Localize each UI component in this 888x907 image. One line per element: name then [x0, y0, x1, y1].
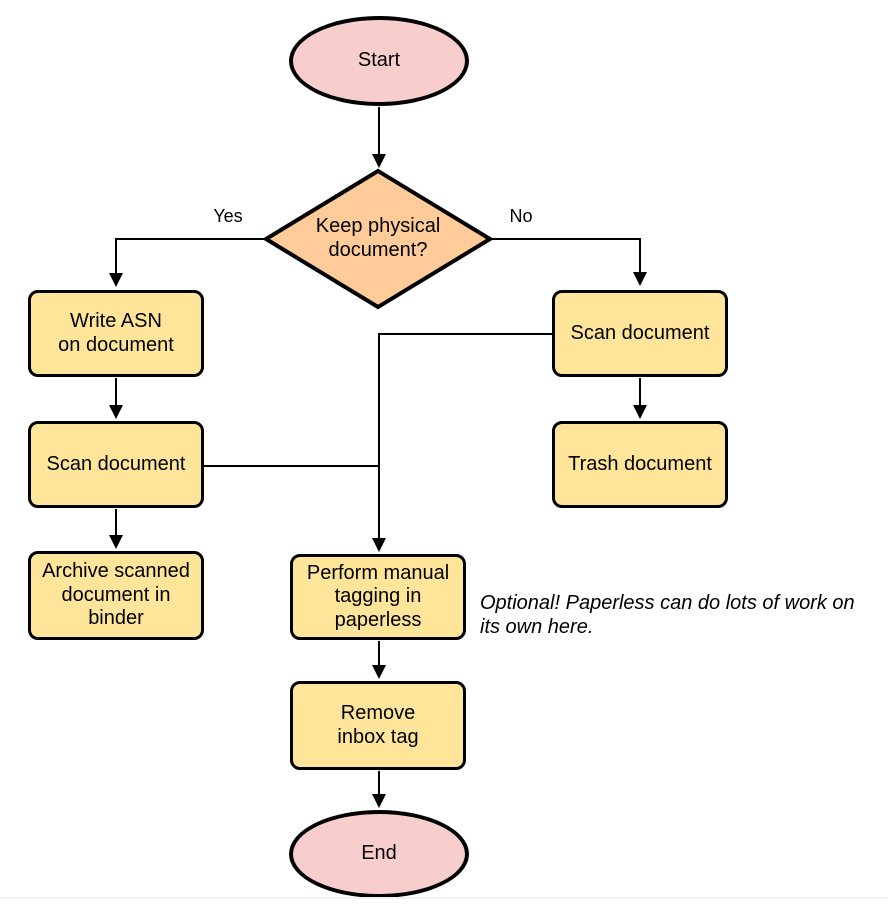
node-scan-right-label: Scan document — [570, 321, 710, 344]
node-archive-label: Archive scanned document in binder — [42, 560, 190, 630]
node-end-label: End — [361, 842, 397, 865]
bottom-divider — [0, 897, 888, 899]
node-archive-scanned-document: Archive scanned document in binder — [28, 551, 204, 640]
node-write-asn-on-document: Write ASN on document — [28, 290, 204, 377]
edge-decision-yes-to-write-asn — [109, 238, 267, 287]
decision-diamond-shape — [262, 168, 494, 310]
node-trash-label: Trash document — [568, 452, 712, 475]
node-remove-inbox-label: Remove inbox tag — [337, 701, 419, 748]
node-end: End — [289, 810, 469, 898]
edge-label-yes: Yes — [213, 206, 243, 226]
node-perform-manual-tagging: Perform manual tagging in paperless — [290, 554, 466, 640]
node-tagging-label: Perform manual tagging in paperless — [306, 561, 450, 631]
edge-scan-right-to-tagging — [372, 333, 553, 552]
node-scan-document-left: Scan document — [28, 421, 204, 508]
node-write-asn-label: Write ASN on document — [58, 309, 174, 356]
edge-label-no: No — [509, 206, 533, 226]
node-scan-document-right: Scan document — [552, 290, 728, 377]
node-start-label: Start — [357, 49, 401, 72]
node-trash-document: Trash document — [552, 421, 728, 508]
node-remove-inbox-tag: Remove inbox tag — [290, 681, 466, 770]
annotation-optional-note: Optional! Paperless can do lots of work … — [480, 592, 855, 638]
node-start: Start — [289, 16, 469, 106]
node-scan-left-label: Scan document — [46, 452, 186, 475]
edge-decision-no-to-scan-right — [489, 238, 647, 286]
node-decision-label: Keep physical document? — [315, 215, 441, 261]
